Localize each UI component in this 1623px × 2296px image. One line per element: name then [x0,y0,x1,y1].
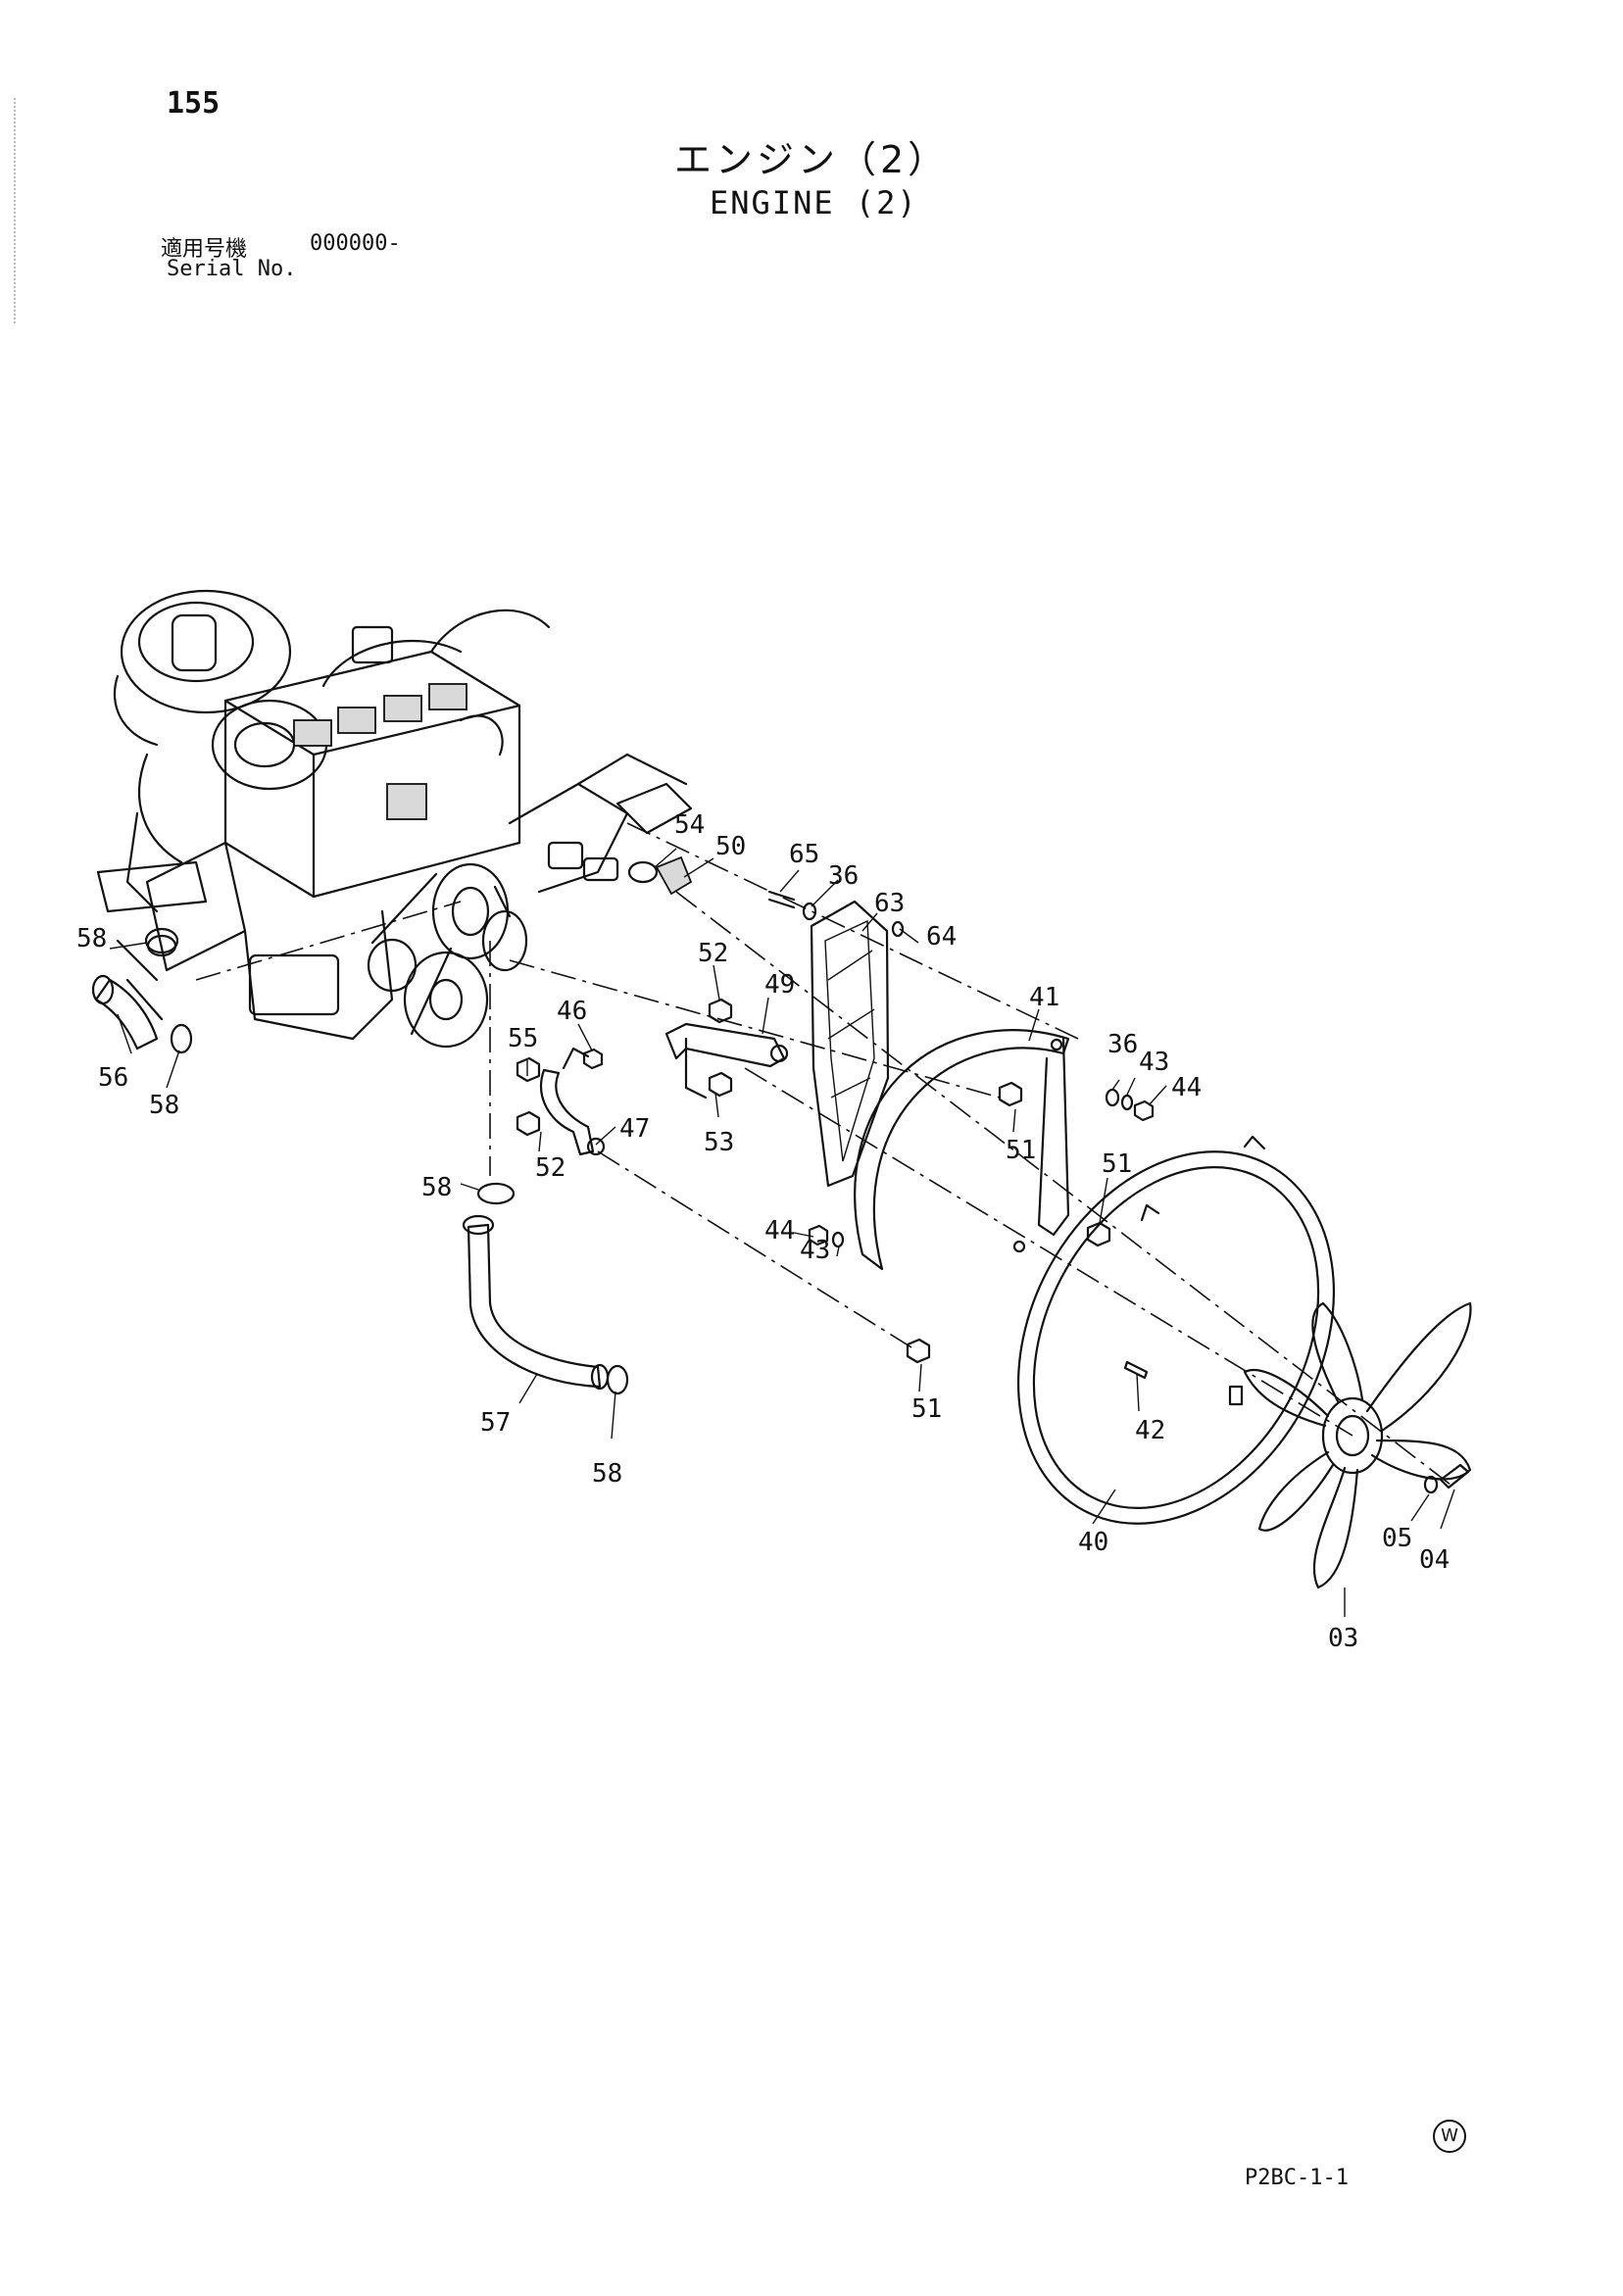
callout-57: 57 [480,1408,511,1438]
callout-44-b: 44 [764,1216,795,1246]
margin-dots [14,98,18,323]
hose-57 [462,1214,610,1391]
callout-47: 47 [619,1114,650,1144]
callout-44-a: 44 [1171,1073,1202,1102]
callout-64: 64 [926,922,957,952]
callout-49: 49 [764,970,795,1000]
shroud-plate-63 [810,900,890,1188]
callout-52-a: 52 [698,939,728,968]
callout-50: 50 [715,832,746,861]
engine-assembly [96,589,693,1049]
callout-03: 03 [1328,1624,1358,1653]
callout-51-a: 51 [1006,1136,1036,1165]
callout-53: 53 [704,1128,734,1157]
pipe-47 [539,1047,606,1156]
callout-43-a: 43 [1139,1048,1169,1077]
center-lines [195,822,1451,1486]
leader-lines [109,848,1455,1617]
clamp-58-c [476,1182,516,1205]
fan-ring-41 [854,1029,1070,1271]
page-title-ja: エンジン（2） [674,138,950,181]
washers [802,902,1439,1494]
callout-52-b: 52 [535,1153,566,1183]
callout-55: 55 [508,1024,538,1053]
callout-43-b: 43 [800,1236,830,1265]
callout-labels: 54 50 65 36 63 64 58 52 49 41 56 58 46 5… [76,810,1450,1653]
callout-58-a: 58 [76,924,107,953]
hose-56 [91,974,159,1050]
serial-label-en: Serial No. [167,257,297,281]
callout-56: 56 [98,1063,128,1093]
callout-41: 41 [1029,983,1059,1012]
page-title-en: ENGINE (2) [710,184,918,221]
callout-54: 54 [674,810,705,840]
clamp-58-d [606,1364,629,1395]
callout-05: 05 [1382,1524,1412,1553]
callout-58-d: 58 [592,1459,622,1489]
page-number: 155 [167,86,221,121]
callout-51-c: 51 [911,1394,942,1424]
callout-42: 42 [1135,1416,1165,1445]
clamp-58-b [170,1023,193,1054]
callout-65: 65 [789,840,819,869]
callout-04: 04 [1419,1545,1450,1575]
serial-label-ja: 適用号機 [161,237,248,262]
callout-58-b: 58 [149,1091,179,1120]
callout-51-b: 51 [1102,1149,1132,1179]
pipe-49 [664,1022,789,1099]
callout-40: 40 [1078,1528,1108,1557]
callout-58-c: 58 [421,1173,452,1202]
callout-36-a: 36 [828,861,859,891]
fan-03 [1243,1301,1472,1589]
bolts [516,890,1470,1490]
footer-code: P2BC-1-1 [1245,2166,1349,2190]
callout-46: 46 [557,997,587,1026]
callout-36-b: 36 [1107,1030,1138,1059]
serial-value: 000000- [310,231,401,256]
callout-63: 63 [874,889,905,918]
clamp-58-a [146,934,177,957]
w-mark-badge: W [1433,2120,1466,2153]
